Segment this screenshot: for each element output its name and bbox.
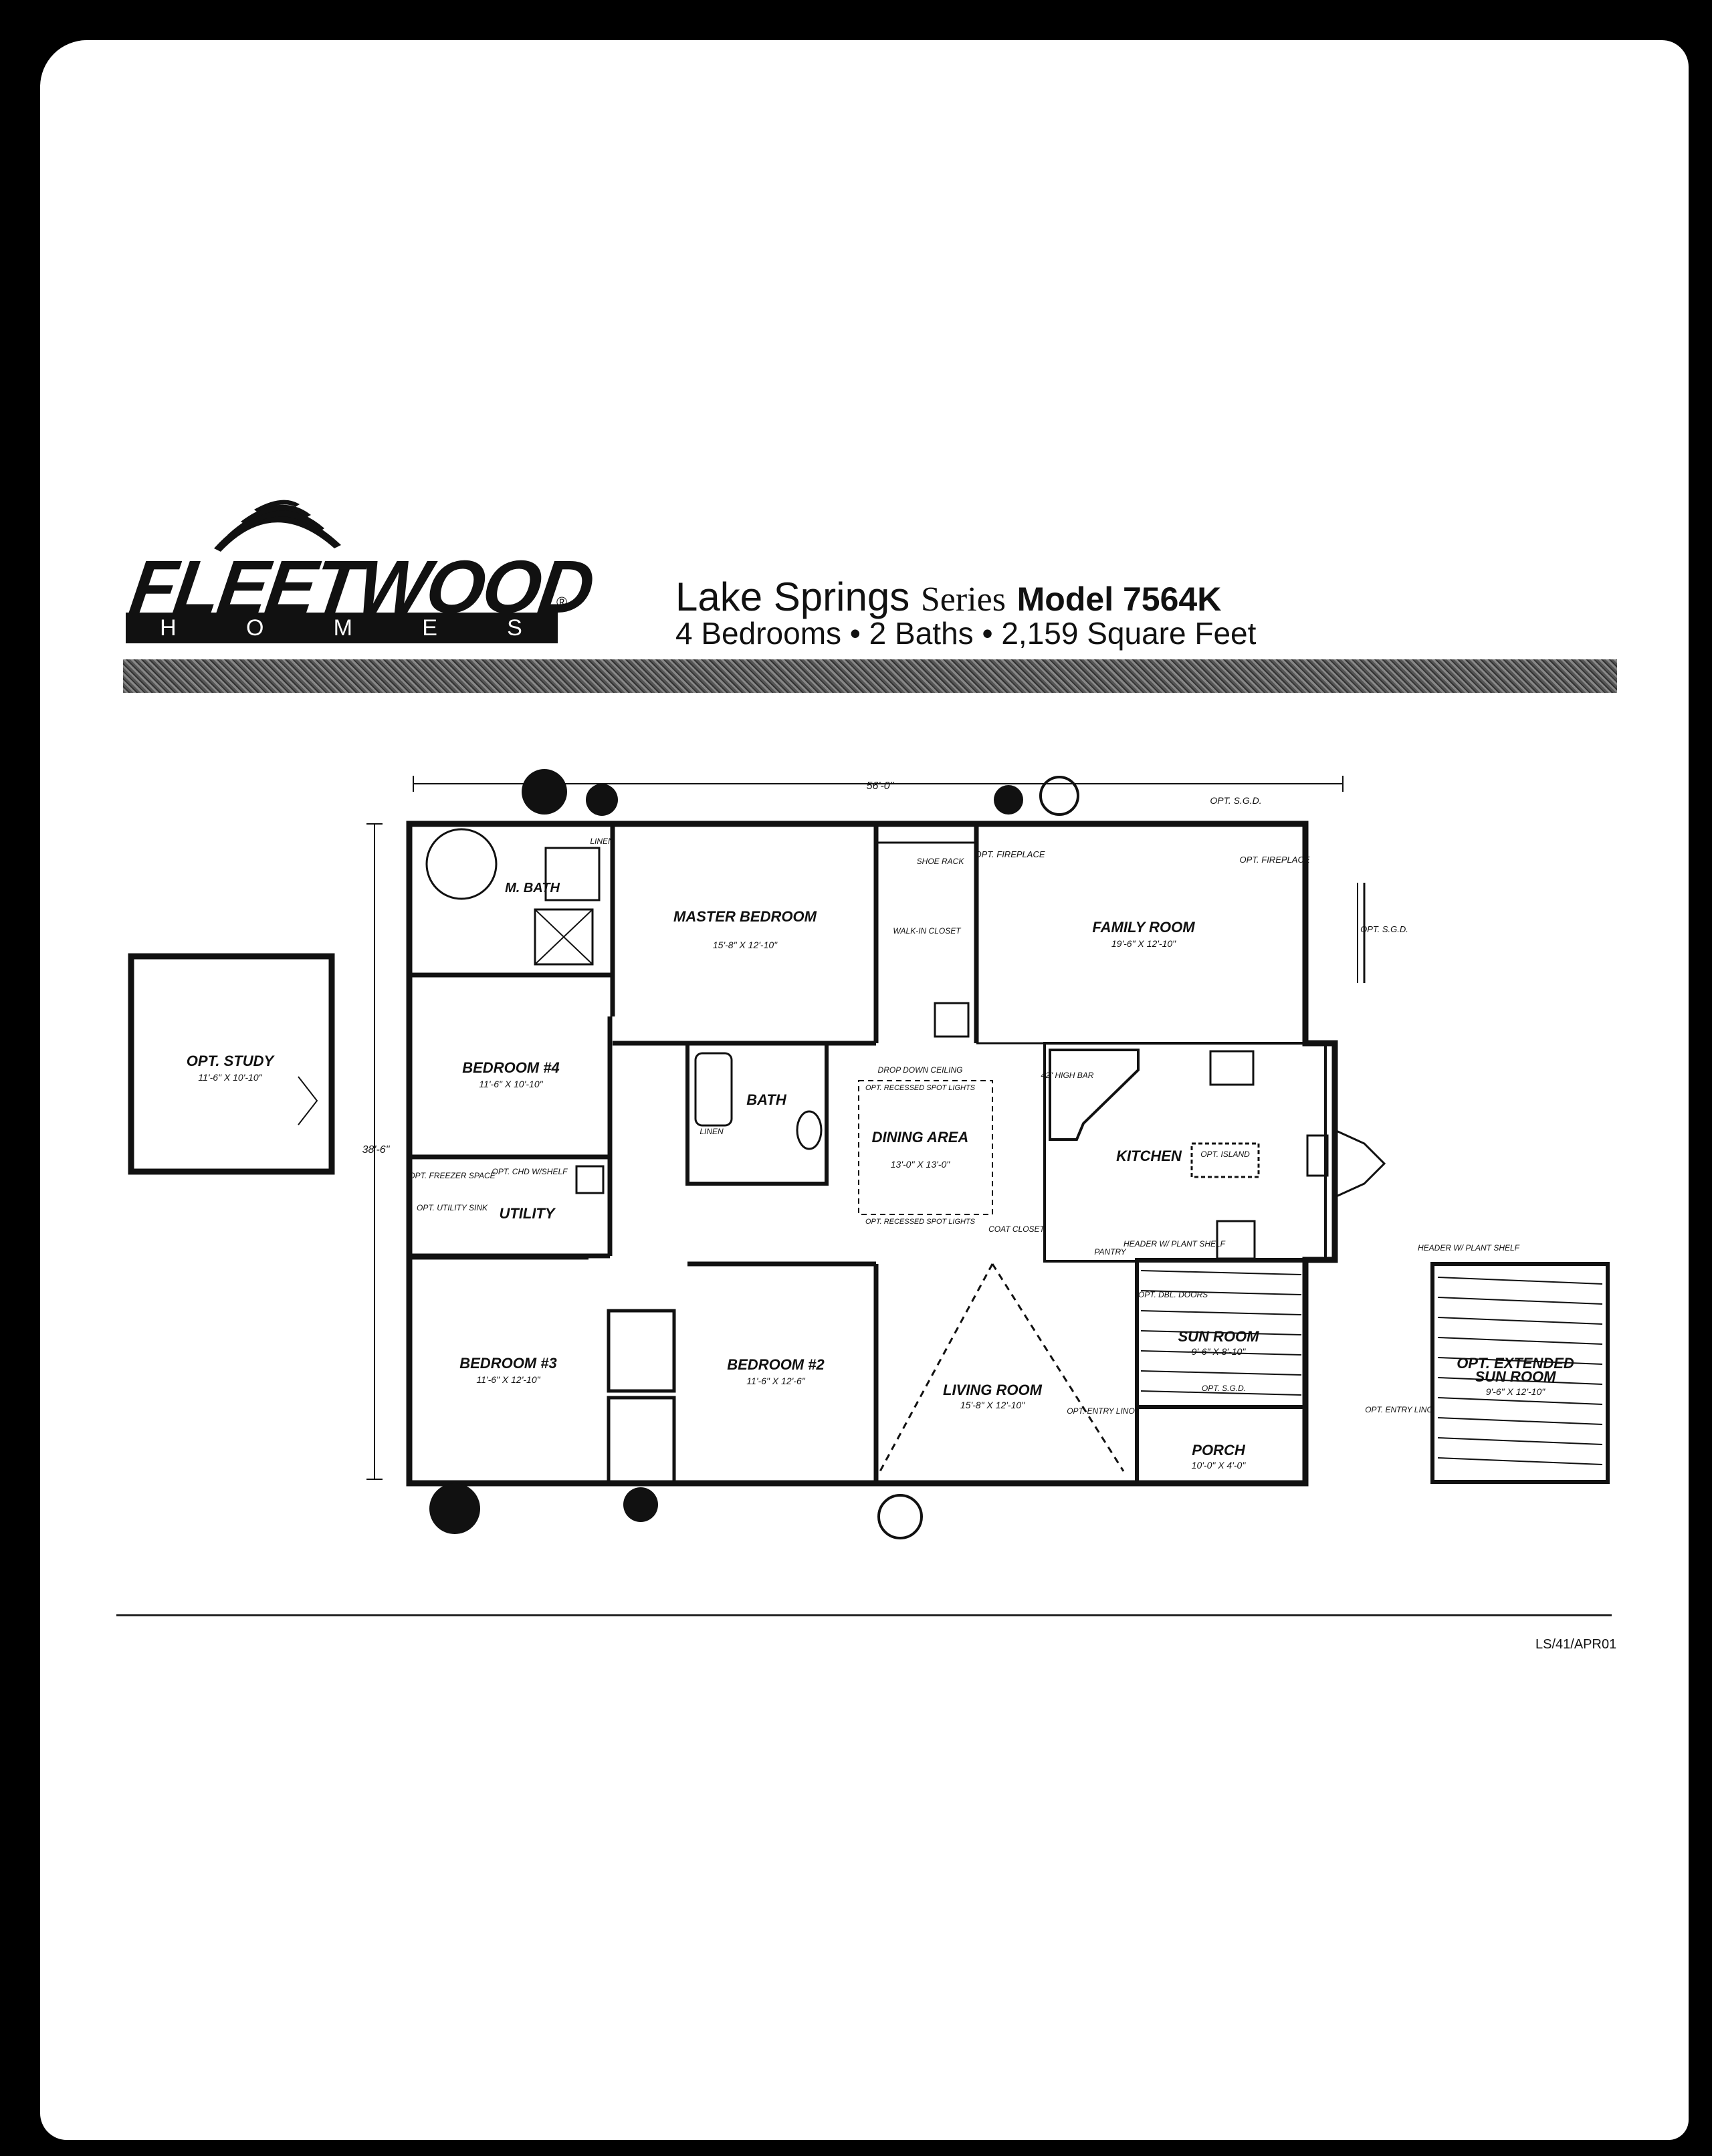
opt-dbl-doors-label: OPT. DBL. DOORS [1138, 1290, 1208, 1299]
room-master-bedroom-dim: 15'-8" X 12'-10" [713, 940, 778, 950]
shrub-icon [522, 769, 567, 815]
room-bath: BATH [746, 1091, 787, 1108]
recessed-lights-top: OPT. RECESSED SPOT LIGHTS [865, 1084, 976, 1092]
high-bar-label: 42" HIGH BAR [1041, 1071, 1094, 1080]
document-code: LS/41/APR01 [1535, 1637, 1617, 1652]
room-dining-area: DINING AREA [872, 1129, 969, 1146]
series-name: Lake Springs [675, 574, 910, 619]
header-banner [123, 659, 1617, 693]
opt-utility-sink-label: OPT. UTILITY SINK [417, 1203, 488, 1212]
ext-entry-lino-label: OPT. ENTRY LINO [1365, 1405, 1433, 1414]
model-label: Model 7564K [1016, 580, 1222, 618]
shrub-icon [586, 784, 618, 816]
opt-shelf-label: OPT. CHD W/SHELF [492, 1167, 568, 1176]
room-bedroom-2: BEDROOM #2 [727, 1356, 825, 1373]
logo-homes-letter: M [333, 615, 354, 641]
opt-fireplace-right: OPT. FIREPLACE [1240, 855, 1310, 865]
opt-entry-lino-label: OPT. ENTRY LINO [1067, 1406, 1135, 1416]
opt-sgd-top: OPT. S.G.D. [1210, 795, 1261, 806]
logo-homes-letter: E [422, 615, 439, 641]
opt-sgd-right: OPT. S.G.D. [1360, 924, 1408, 934]
opt-fireplace-left: OPT. FIREPLACE [975, 849, 1045, 859]
room-bedroom-4: BEDROOM #4 [462, 1059, 559, 1076]
room-dining-area-dim: 13'-0" X 13'-0" [891, 1159, 950, 1170]
opt-sgd-sun-label: OPT. S.G.D. [1202, 1384, 1246, 1393]
room-opt-extended-sun-room: OPT. EXTENDED [1457, 1355, 1574, 1372]
logo-homes-letter: H [160, 615, 178, 641]
page-title: Lake Springs Series Model 7564K [675, 574, 1221, 620]
room-opt-extended-sun-room-dim: 9'-6" X 12'-10" [1486, 1386, 1545, 1397]
shrub-icon [1039, 776, 1079, 816]
pantry-label: PANTRY [1094, 1247, 1126, 1257]
shrub-icon [429, 1483, 480, 1534]
shrub-icon [994, 785, 1023, 815]
shrub-icon [623, 1487, 658, 1522]
footer-rule [116, 1614, 1612, 1616]
opt-island-label: OPT. ISLAND [1200, 1150, 1250, 1159]
room-bedroom-4-dim: 11'-6" X 10'-10" [479, 1079, 543, 1089]
overall-depth: 38'-6" [362, 1144, 391, 1156]
room-opt-study: OPT. STUDY [187, 1053, 276, 1069]
overall-width: 56'-0" [867, 780, 895, 792]
plant-shelf-label: HEADER W/ PLANT SHELF [1124, 1239, 1226, 1249]
coat-closet-label: COAT CLOSET [988, 1224, 1045, 1234]
room-sun-room-dim: 9'-6" X 8'-10" [1192, 1346, 1247, 1357]
logo-swoosh [214, 500, 341, 552]
room-kitchen: KITCHEN [1116, 1148, 1182, 1164]
shrub-icon [877, 1494, 923, 1539]
logo-homes-letter: O [245, 615, 265, 641]
room-opt-study-dim: 11'-6" X 10'-10" [198, 1072, 262, 1083]
shoe-rack-label: SHOE RACK [917, 857, 965, 866]
opt-freezer-label: OPT. FREEZER SPACE [409, 1171, 496, 1180]
logo-homes-bar: H O M E S [126, 613, 558, 643]
walk-in-closet-label: WALK-IN CLOSET [893, 926, 962, 936]
room-family-room-dim: 19'-6" X 12'-10" [1111, 938, 1176, 949]
document-sheet [40, 40, 1689, 2140]
drop-down-ceiling-label: DROP DOWN CEILING [878, 1065, 963, 1075]
room-porch-dim: 10'-0" X 4'-0" [1192, 1460, 1247, 1471]
room-utility: UTILITY [499, 1205, 556, 1222]
room-bedroom-3: BEDROOM #3 [459, 1355, 556, 1372]
ext-plant-shelf-label: HEADER W/ PLANT SHELF [1418, 1243, 1520, 1253]
page-subtitle: 4 Bedrooms • 2 Baths • 2,159 Square Feet [675, 616, 1257, 651]
series-word: Series [920, 580, 1006, 619]
bath-linen-label: LINEN [700, 1127, 724, 1136]
room-bedroom-2-dim: 11'-6" X 12'-6" [746, 1376, 805, 1386]
room-opt-extended-sun-room-2: SUN ROOM [1475, 1368, 1557, 1385]
recessed-lights-bottom: OPT. RECESSED SPOT LIGHTS [865, 1218, 976, 1226]
room-living-room-dim: 15'-8" X 12'-10" [960, 1400, 1025, 1410]
room-living-room: LIVING ROOM [943, 1382, 1043, 1398]
room-master-bedroom: MASTER BEDROOM [673, 908, 817, 925]
room-sun-room: SUN ROOM [1178, 1328, 1260, 1345]
room-porch: PORCH [1192, 1442, 1246, 1459]
linen-label: LINEN [590, 837, 614, 846]
registered-mark: ® [556, 594, 568, 611]
logo-homes-letter: S [507, 615, 524, 641]
room-bedroom-3-dim: 11'-6" X 12'-10" [476, 1374, 540, 1385]
room-family-room: FAMILY ROOM [1092, 919, 1195, 936]
room-master-bath: M. BATH [505, 881, 560, 895]
